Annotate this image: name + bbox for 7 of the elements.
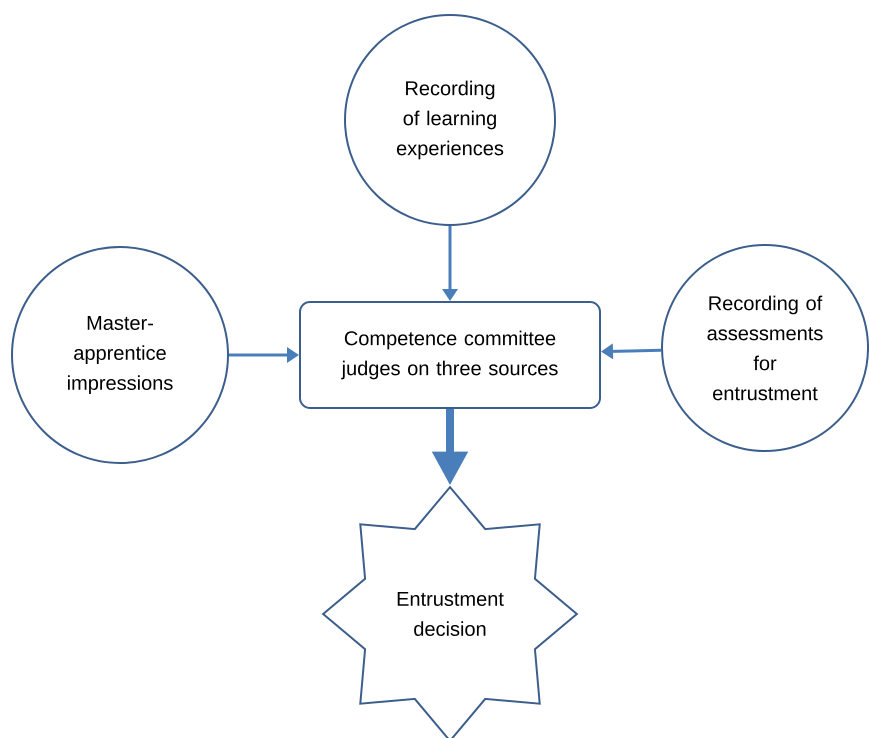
circle-node: Recording of assessments for entrustment bbox=[661, 244, 869, 452]
circle-node: Recording of learning experiences bbox=[344, 14, 556, 226]
arrow bbox=[601, 343, 662, 360]
process-box: Competence committee judges on three sources bbox=[299, 301, 601, 409]
circle-node: Master-apprentice impressions bbox=[11, 246, 229, 464]
arrow bbox=[442, 226, 458, 301]
arrow bbox=[229, 347, 299, 363]
